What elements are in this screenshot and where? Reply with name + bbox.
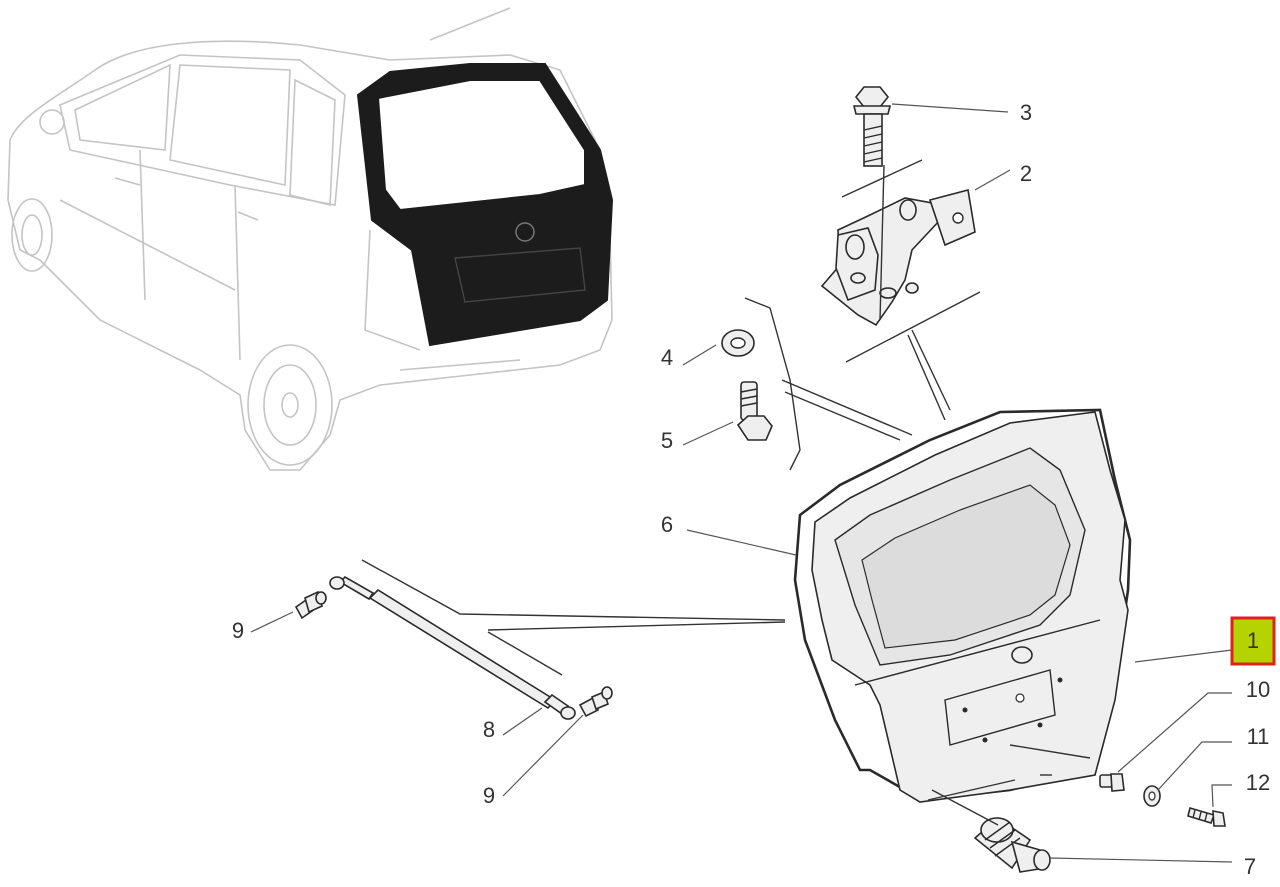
gas-strut xyxy=(329,576,576,720)
tailgate xyxy=(811,411,1129,803)
callout-10[interactable]: 10 xyxy=(1246,677,1270,702)
bolt xyxy=(1187,806,1226,827)
leader-lines xyxy=(250,103,1233,863)
callout-9-upper[interactable]: 9 xyxy=(232,618,244,643)
callout-7[interactable]: 7 xyxy=(1244,854,1256,879)
callout-8[interactable]: 8 xyxy=(483,717,495,742)
ball-stud-upper xyxy=(294,590,327,620)
callout-6[interactable]: 6 xyxy=(661,512,673,537)
callout-1-highlight[interactable] xyxy=(1230,616,1276,666)
washer xyxy=(721,329,755,357)
assembly-lines xyxy=(361,159,1091,826)
small-washer xyxy=(1143,785,1161,807)
callout-3[interactable]: 3 xyxy=(1020,100,1032,125)
callout-1[interactable]: 1 xyxy=(1247,628,1259,653)
car-tailgate-highlight xyxy=(356,63,614,347)
callout-5[interactable]: 5 xyxy=(661,428,673,453)
callout-11[interactable]: 11 xyxy=(1247,724,1270,749)
screw xyxy=(1099,773,1125,792)
hinge xyxy=(820,189,976,327)
callout-4[interactable]: 4 xyxy=(661,345,673,370)
lock-cylinder xyxy=(973,816,1051,873)
stud-bolt xyxy=(736,381,773,441)
ball-stud-lower xyxy=(578,686,613,718)
callout-12[interactable]: 12 xyxy=(1246,770,1270,795)
hinge-bolt xyxy=(852,86,892,167)
callout-9-lower[interactable]: 9 xyxy=(483,783,495,808)
callout-2[interactable]: 2 xyxy=(1020,161,1032,186)
